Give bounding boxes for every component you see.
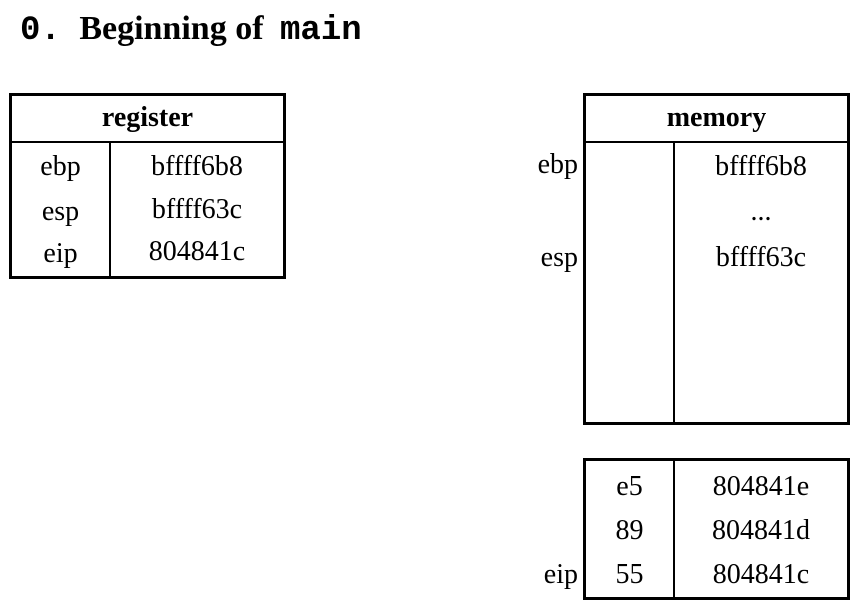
- code-address-0: 804841e: [712, 471, 810, 502]
- diagram-title: 0. Beginning of main: [20, 6, 362, 52]
- register-value-ebp: bffff6b8: [151, 151, 243, 182]
- title-index: 0.: [20, 12, 61, 50]
- code-address-1: 804841d: [712, 515, 810, 546]
- register-name-eip: eip: [43, 238, 78, 269]
- code-byte-2: 55: [615, 559, 644, 590]
- code-table: e5 804841e 89 804841d 55 804841c: [583, 458, 850, 600]
- register-column-divider: [109, 143, 111, 276]
- code-column-divider: [673, 461, 675, 597]
- register-value-eip: 804841c: [148, 236, 246, 267]
- code-byte-1: 89: [615, 515, 644, 546]
- title-function: main: [280, 12, 362, 50]
- title-text: Beginning of: [79, 10, 264, 47]
- register-header: register: [101, 102, 194, 133]
- register-name-ebp: ebp: [40, 151, 81, 182]
- code-pointer-eip: eip: [543, 559, 578, 590]
- memory-header: memory: [666, 102, 767, 133]
- memory-pointer-esp: esp: [540, 242, 578, 273]
- memory-value-ebp: bffff6b8: [715, 151, 807, 182]
- memory-table: memory bffff6b8 ... bffff63c: [583, 93, 850, 425]
- memory-header-divider: [586, 141, 847, 143]
- memory-column-divider: [673, 143, 675, 422]
- code-address-2: 804841c: [712, 559, 810, 590]
- register-value-esp: bffff63c: [151, 194, 243, 225]
- memory-ellipsis: ...: [750, 196, 772, 227]
- register-name-esp: esp: [41, 196, 80, 227]
- memory-pointer-ebp: ebp: [537, 149, 578, 180]
- memory-value-esp: bffff63c: [715, 242, 807, 273]
- code-byte-0: e5: [616, 471, 643, 502]
- register-header-divider: [12, 141, 283, 143]
- register-table: register ebp bffff6b8 esp bffff63c eip 8…: [9, 93, 286, 279]
